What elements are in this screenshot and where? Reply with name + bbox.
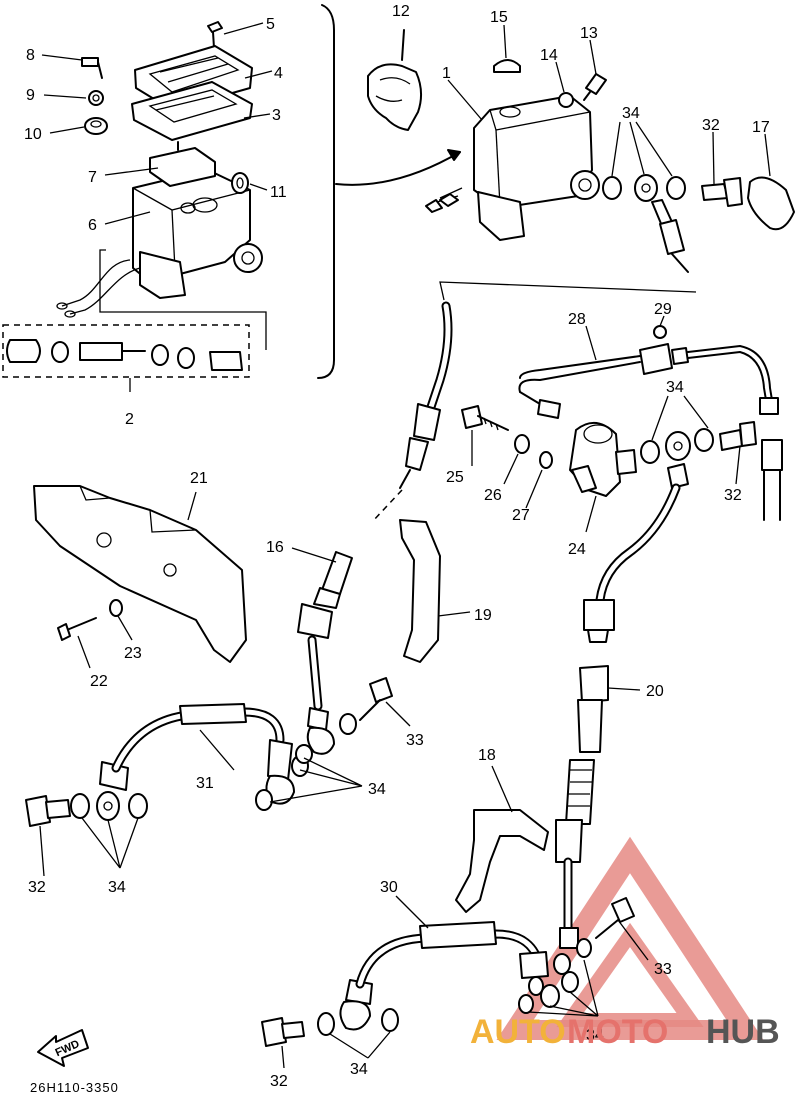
brake-pipe-28 [518,325,783,521]
callout-17: 17 [752,119,770,136]
callout-32-bottom: 32 [270,1073,288,1090]
joint-bolt-parts [461,405,553,469]
callout-21: 21 [190,470,208,487]
callout-34-bottom: 34 [350,1061,368,1078]
callout-19: 19 [474,607,492,624]
callout-18: 18 [478,747,496,764]
callout-9: 9 [26,87,35,104]
callout-7: 7 [88,169,97,186]
callout-20: 20 [646,683,664,700]
assembly-arrow [335,151,461,186]
mid-union-parts [640,421,757,489]
watermark-part2: MOTO [567,1013,668,1051]
forward-arrow: FWD [37,1029,89,1067]
callout-33-right: 33 [654,961,672,978]
callout-2: 2 [125,411,134,428]
callout-4: 4 [274,65,283,82]
watermark-part3: HUB [706,1013,780,1051]
callout-30: 30 [380,879,398,896]
leader-lines [39,22,771,1069]
watermark-text: AUTO MOTO HUB [470,1013,780,1051]
callout-13: 13 [580,25,598,42]
hose-bracket-18 [455,809,549,913]
callout-32-left: 32 [28,879,46,896]
callout-8: 8 [26,47,35,64]
callout-33-mid: 33 [406,732,424,749]
callout-26: 26 [484,487,502,504]
callout-32-mid: 32 [724,487,742,504]
right-union-parts [518,897,635,1014]
left-union-parts [25,791,148,827]
callout-12: 12 [392,3,410,20]
callout-16: 16 [266,539,284,556]
callout-22: 22 [90,673,108,690]
callout-25: 25 [446,469,464,486]
inset-divider [317,4,335,379]
master-cylinder-exploded-view [2,21,267,378]
callout-6: 6 [88,217,97,234]
callout-28: 28 [568,311,586,328]
callout-labels: 1 2 3 4 5 6 7 8 9 10 11 12 13 14 15 16 1… [24,3,770,1090]
callout-14: 14 [540,47,558,64]
master-cylinder-assembled [425,95,600,241]
callout-10: 10 [24,126,42,143]
callout-34-left: 34 [108,879,126,896]
brake-joint-24 [569,422,637,497]
callout-29: 29 [654,301,672,318]
brake-hose-20 [555,483,681,949]
callout-27: 27 [512,507,530,524]
callout-1: 1 [442,65,451,82]
callout-32-top: 32 [702,117,720,134]
callout-34-right: 34 [586,1027,604,1044]
guard-cover-21 [33,485,247,663]
callout-34-mid: 34 [666,379,684,396]
callout-24: 24 [568,541,586,558]
top-union-parts [602,174,795,273]
callout-15: 15 [490,9,508,26]
hose-bracket-19 [399,519,441,663]
brake-hose-31 [99,703,313,811]
callout-5: 5 [266,16,275,33]
holder-clamp [367,29,422,131]
brake-hose-16 [297,301,453,755]
callout-34-top: 34 [622,105,640,122]
callout-34-center: 34 [368,781,386,798]
callout-23: 23 [124,645,142,662]
reservoir-cap [493,59,521,73]
reference-code: 26H110-3350 [30,1080,119,1095]
callout-31: 31 [196,775,214,792]
watermark-part1: AUTO [470,1013,566,1051]
callout-11: 11 [270,184,287,201]
callout-3: 3 [272,107,281,124]
brake-hose-30 [317,921,549,1036]
